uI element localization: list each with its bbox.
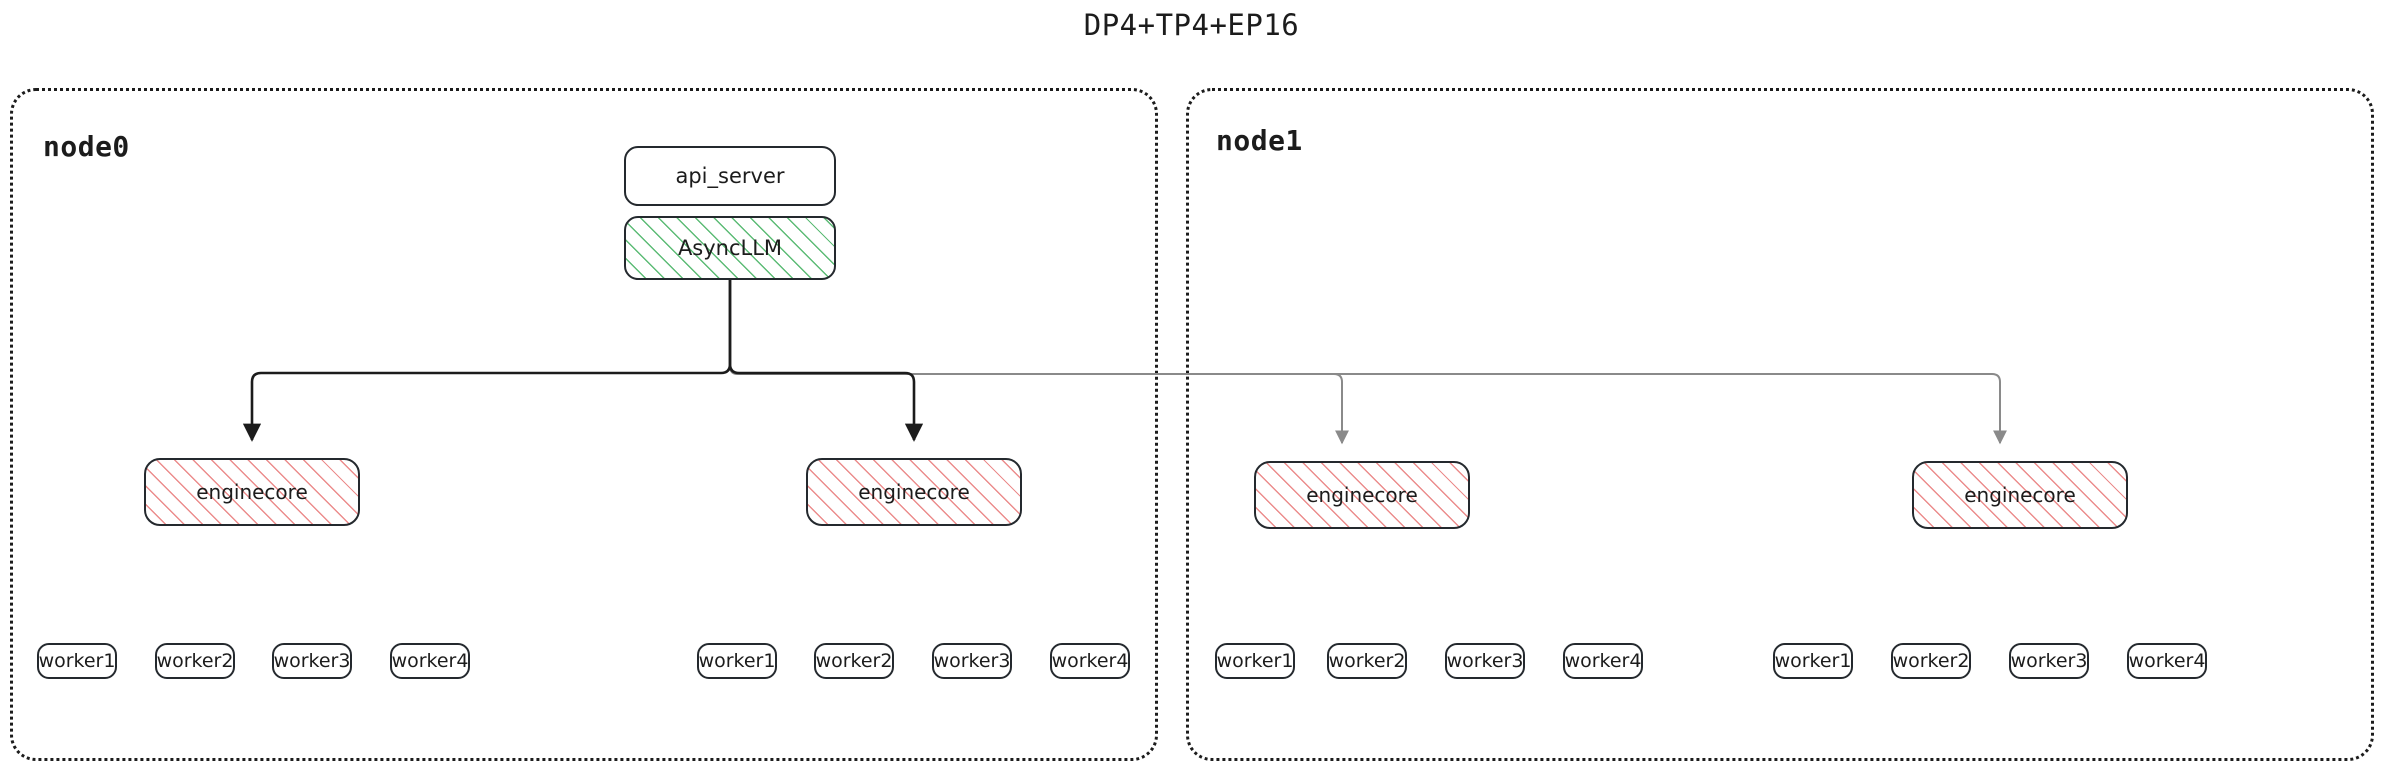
worker-box[interactable]: worker1 xyxy=(37,643,117,679)
worker-box[interactable]: worker1 xyxy=(1215,643,1295,679)
worker-box[interactable]: worker4 xyxy=(1050,643,1130,679)
worker-box[interactable]: worker1 xyxy=(697,643,777,679)
worker-box[interactable]: worker3 xyxy=(932,643,1012,679)
worker-box[interactable]: worker2 xyxy=(1891,643,1971,679)
enginecore-box[interactable]: enginecore xyxy=(1254,461,1470,529)
node-label-node1: node1 xyxy=(1216,124,1303,157)
worker-box[interactable]: worker3 xyxy=(2009,643,2089,679)
worker-box[interactable]: worker4 xyxy=(2127,643,2207,679)
worker-box[interactable]: worker4 xyxy=(390,643,470,679)
worker-box[interactable]: worker2 xyxy=(155,643,235,679)
worker-box[interactable]: worker2 xyxy=(1327,643,1407,679)
enginecore-box[interactable]: enginecore xyxy=(144,458,360,526)
worker-box[interactable]: worker3 xyxy=(1445,643,1525,679)
api-server-box[interactable]: api_server xyxy=(624,146,836,206)
worker-box[interactable]: worker1 xyxy=(1773,643,1853,679)
worker-box[interactable]: worker3 xyxy=(272,643,352,679)
enginecore-box[interactable]: enginecore xyxy=(806,458,1022,526)
worker-box[interactable]: worker2 xyxy=(814,643,894,679)
page-title: DP4+TP4+EP16 xyxy=(1083,8,1300,42)
node-label-node0: node0 xyxy=(43,130,130,163)
enginecore-box[interactable]: enginecore xyxy=(1912,461,2128,529)
worker-box[interactable]: worker4 xyxy=(1563,643,1643,679)
async-llm-box[interactable]: AsyncLLM xyxy=(624,216,836,280)
